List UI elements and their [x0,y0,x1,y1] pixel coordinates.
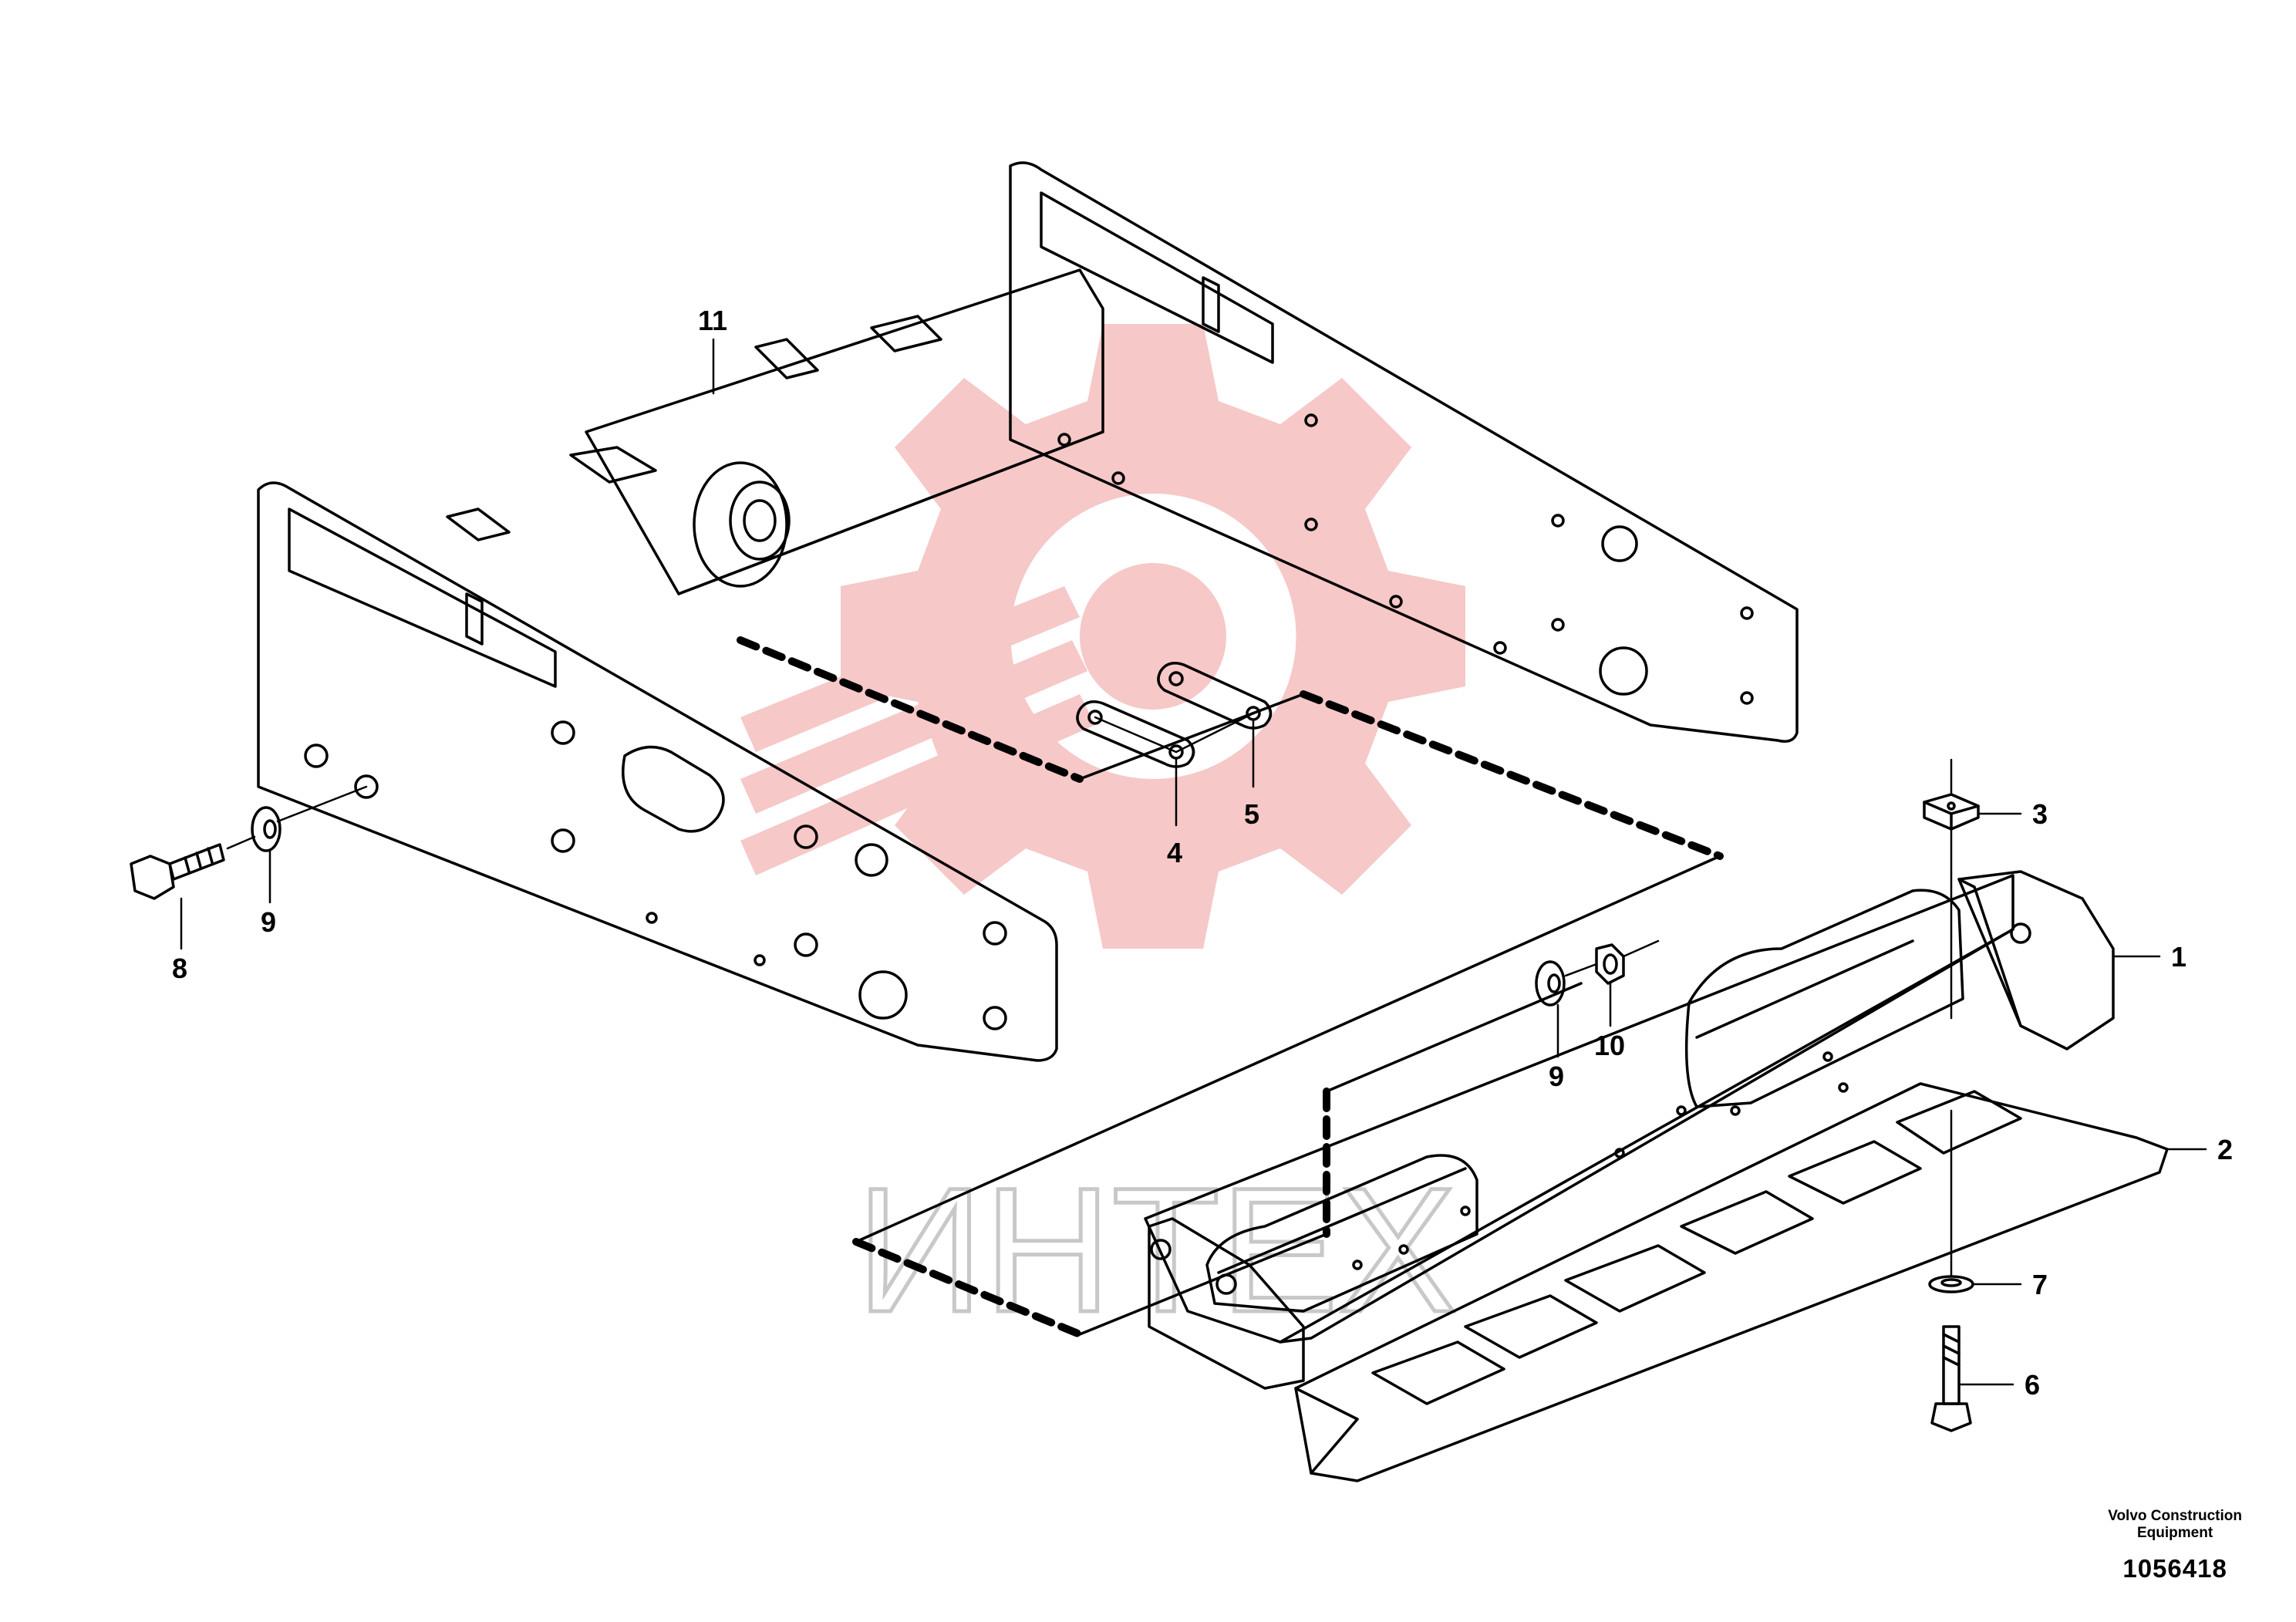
dashed-mounting-outline [737,636,1724,1338]
brand-line-2: Equipment [2137,1525,2213,1541]
washer-9-left [251,806,282,852]
dashed-outline-solid-segments [855,693,1721,1336]
frame-assembly-11 [257,161,1799,1062]
washer-9-right [1535,960,1566,1007]
slotted-plate-2 [1294,1082,2169,1482]
watermark-text: ИНТЕХ [856,1151,1457,1349]
watermark-logo [740,324,1465,949]
assembly-lines [226,712,1953,1278]
callout-5: 5 [1244,798,1259,830]
callout-7: 7 [2032,1269,2048,1300]
callout-10: 10 [1594,1030,1625,1061]
callout-9-left: 9 [261,906,276,938]
callout-2: 2 [2217,1134,2233,1165]
callout-labels: 11 5 4 3 1 2 7 6 8 9 9 10 [172,305,2233,1401]
callout-8: 8 [172,953,187,984]
nut-plate-3 [1923,793,1980,831]
callout-4: 4 [1167,837,1182,868]
footer-brand-block: Volvo Construction Equipment 1056418 [2108,1508,2242,1583]
callout-11: 11 [698,305,727,336]
callout-1: 1 [2171,941,2186,973]
diagram-code: 1056418 [2122,1554,2227,1583]
brand-line-1: Volvo Construction [2108,1508,2242,1524]
nut-10 [1595,943,1625,985]
callout-9-right: 9 [1549,1061,1564,1092]
bracket-assembly-1 [1144,870,2115,1390]
callout-6: 6 [2025,1369,2040,1401]
bolt-8 [130,843,225,900]
link-plate-4 [1076,700,1195,768]
link-plate-5 [1157,662,1273,730]
leader-lines [180,338,2207,1386]
callout-3: 3 [2032,798,2048,830]
vertical-bolt-6 [1930,1325,1972,1432]
washer-7 [1928,1275,1974,1293]
